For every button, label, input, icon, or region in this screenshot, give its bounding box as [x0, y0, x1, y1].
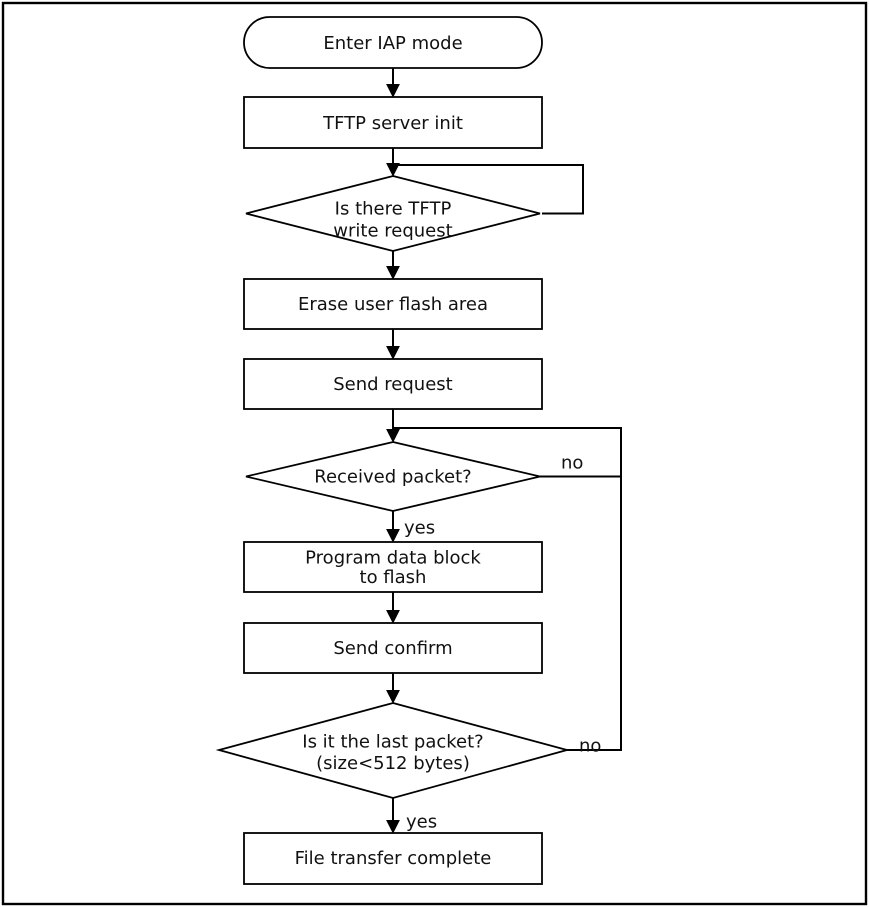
edge-label-received-packet-no: no [561, 453, 583, 474]
node-tftp-write-request: Is there TFTP write request [245, 175, 541, 252]
decision-last-packet-label-line1: Is it the last packet? [302, 732, 483, 753]
node-received-packet: Received packet? [245, 441, 541, 512]
connectors [386, 68, 622, 834]
process-transfer-complete-shape [243, 832, 543, 885]
process-send-request-shape [243, 358, 543, 410]
decision-write-request-shape [245, 175, 541, 252]
process-tftp-server-init-shape [243, 96, 543, 149]
decision-last-packet-shape [215, 702, 571, 799]
edge-label-received-packet-yes: yes [404, 518, 435, 539]
process-program-flash-label-line2: to flash [360, 567, 427, 588]
process-transfer-complete-label: File transfer complete [295, 848, 492, 869]
start-terminator-label: Enter IAP mode [323, 33, 462, 54]
decision-received-packet-shape [245, 441, 541, 512]
process-send-confirm-label: Send confirm [333, 638, 452, 659]
edge-label-last-packet-yes: yes [406, 812, 437, 833]
process-erase-flash-label: Erase user flash area [298, 294, 488, 315]
process-tftp-server-init-label: TFTP server init [322, 113, 463, 134]
node-tftp-server-init: TFTP server init [243, 96, 543, 149]
process-send-request-label: Send request [333, 374, 452, 395]
start-terminator-shape [243, 16, 543, 69]
node-last-packet: Is it the last packet? (size<512 bytes) [215, 702, 571, 799]
node-erase-flash: Erase user flash area [243, 278, 543, 330]
edge-write-request-wait-loop [393, 164, 584, 215]
node-start: Enter IAP mode [243, 16, 543, 69]
process-send-confirm-shape [243, 622, 543, 674]
edge-last-packet-no-loop [393, 427, 622, 751]
decision-write-request-label-line2: write request [333, 221, 452, 242]
decision-last-packet-label-line2: (size<512 bytes) [316, 753, 470, 774]
process-program-flash-label-line1: Program data block [305, 548, 481, 569]
process-erase-flash-shape [243, 278, 543, 330]
decision-write-request-label-line1: Is there TFTP [335, 199, 452, 220]
edge-label-last-packet-no: no [579, 736, 601, 757]
node-transfer-complete: File transfer complete [243, 832, 543, 885]
decision-received-packet-label: Received packet? [314, 467, 471, 488]
node-send-confirm: Send confirm [243, 622, 543, 674]
node-send-request: Send request [243, 358, 543, 410]
node-program-flash: Program data block to flash [243, 541, 543, 593]
process-program-flash-shape [243, 541, 543, 593]
